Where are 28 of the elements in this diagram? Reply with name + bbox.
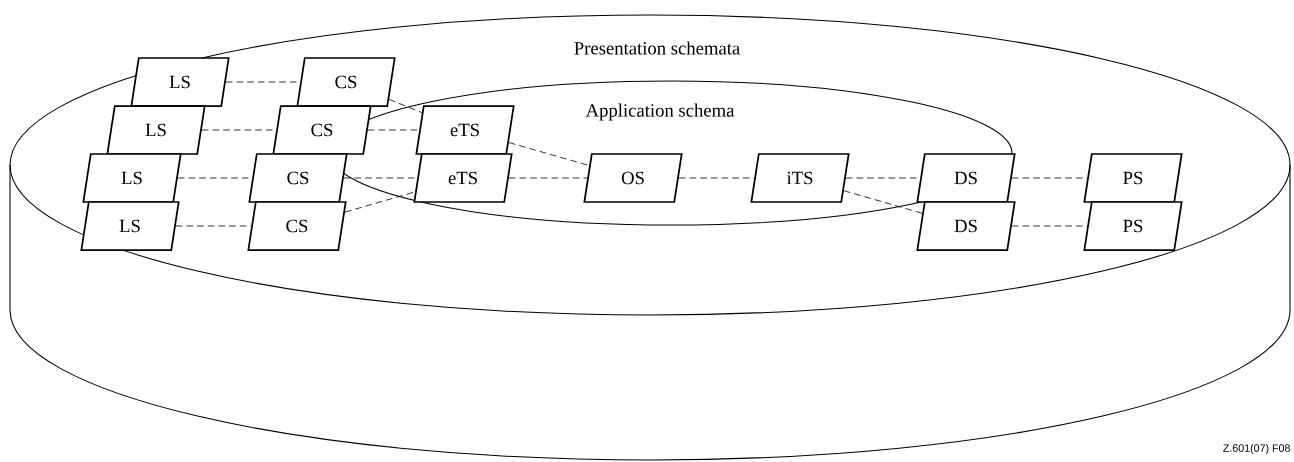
- parallelogram-box: CS: [272, 105, 372, 155]
- parallelogram-box: PS: [1083, 153, 1183, 203]
- parallelogram-box: CS: [247, 201, 347, 251]
- dashed-connector: [1011, 177, 1088, 179]
- parallelogram-box: DS: [916, 153, 1016, 203]
- parallelogram-box: OS: [583, 153, 683, 203]
- parallelogram-box: CS: [296, 57, 396, 107]
- dashed-connector: [1011, 225, 1088, 227]
- dashed-connector: [843, 190, 923, 214]
- parallelogram-box: PS: [1083, 201, 1183, 251]
- parallelogram-box: LS: [106, 105, 206, 155]
- parallelogram-box: iTS: [750, 153, 850, 203]
- dashed-connector: [508, 142, 590, 166]
- parallelogram-box: LS: [80, 201, 180, 251]
- parallelogram-box: LS: [130, 57, 230, 107]
- dashed-connector: [175, 225, 252, 227]
- dashed-connector: [344, 191, 416, 213]
- dashed-connector: [343, 177, 418, 179]
- figure-code: Z.601(07) F08: [1223, 444, 1290, 454]
- parallelogram-box: eTS: [415, 105, 515, 155]
- parallelogram-box: CS: [248, 153, 348, 203]
- dashed-connector: [388, 99, 423, 113]
- dashed-connector: [367, 129, 420, 131]
- parallelogram-box: LS: [82, 153, 182, 203]
- parallelogram-box: eTS: [413, 153, 513, 203]
- parallelogram-box: DS: [916, 201, 1016, 251]
- dashed-connector: [508, 177, 588, 179]
- dashed-connector: [678, 177, 755, 179]
